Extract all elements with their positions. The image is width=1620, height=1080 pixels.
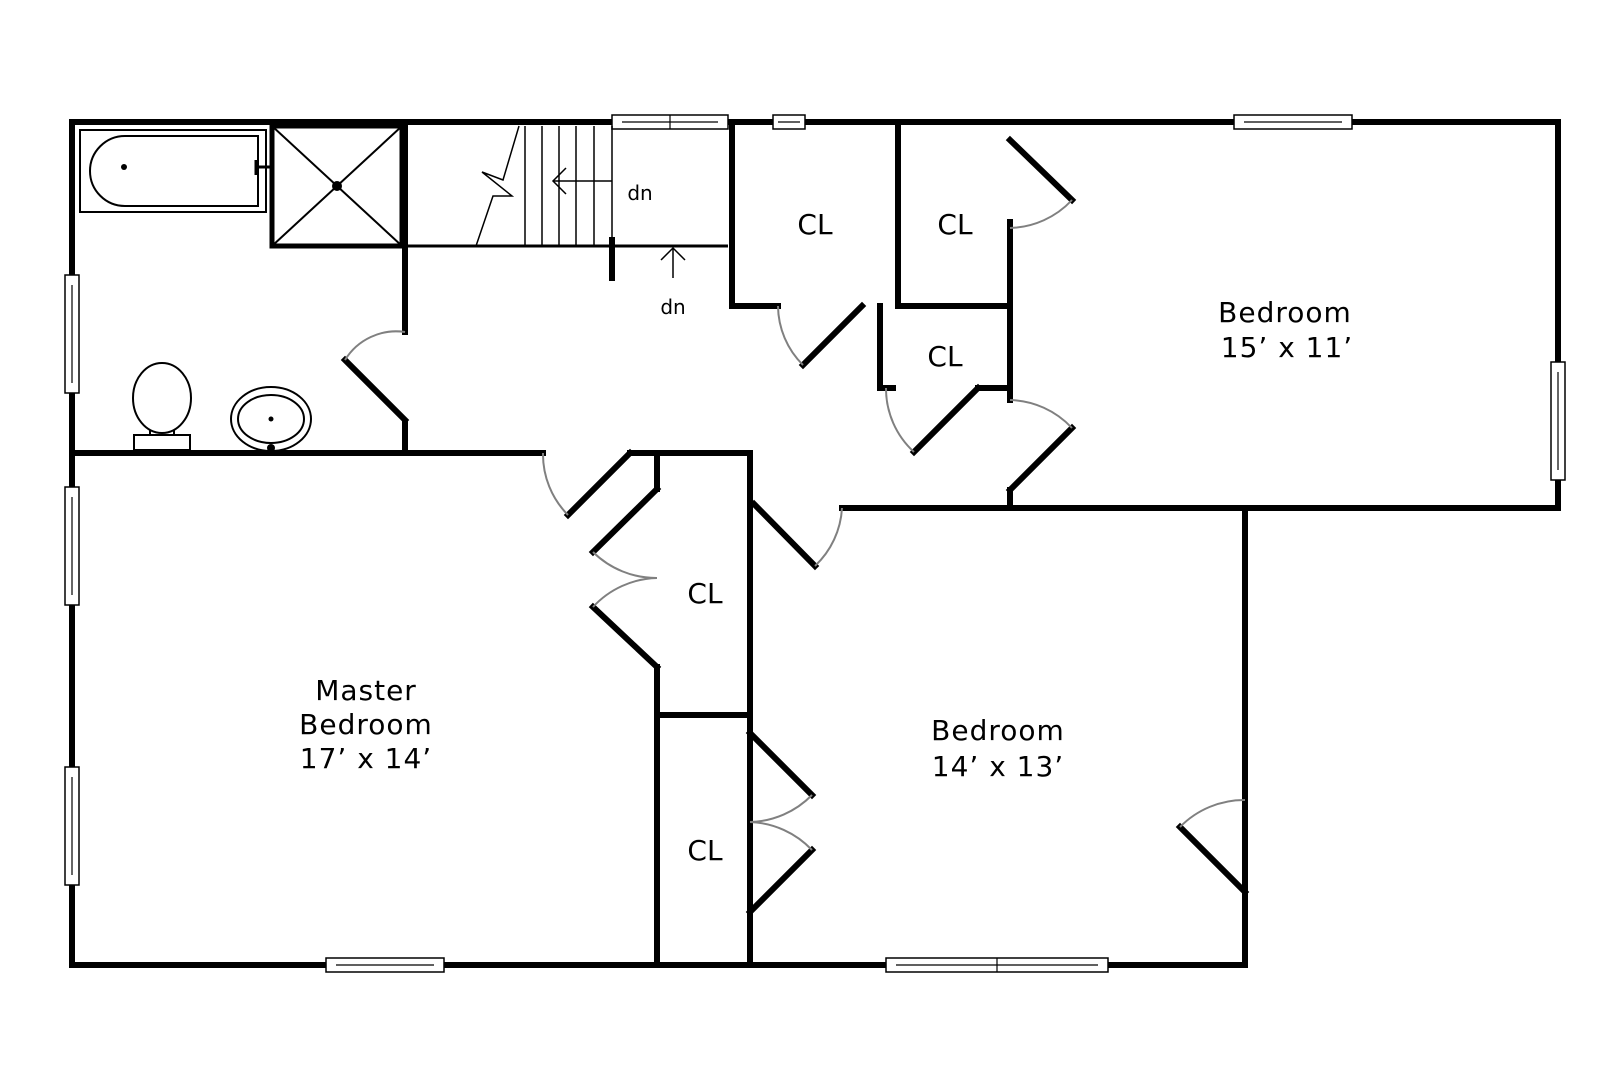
closet-label-1: CL	[797, 208, 833, 241]
toilet	[132, 362, 192, 451]
master-bedroom-size: 17’ x 14’	[300, 742, 432, 775]
shower	[269, 123, 405, 249]
window-left-master-upper	[64, 486, 80, 606]
window-bottom-master	[325, 957, 445, 973]
closet-label-3: CL	[927, 340, 963, 373]
bedroom-ne-door	[1005, 399, 1077, 495]
windows	[64, 114, 1566, 973]
sink	[230, 386, 312, 452]
closet-door-1	[777, 301, 867, 370]
closet-label-2: CL	[937, 208, 973, 241]
closet-door-2	[1005, 135, 1077, 229]
bedroom-s-name: Bedroom	[931, 714, 1065, 747]
doors	[340, 135, 1250, 917]
bathtub	[79, 129, 270, 213]
bedroom-ne-size: 15’ x 11’	[1221, 331, 1353, 364]
master-bedroom-name-1: Master	[315, 674, 417, 707]
bedroom-s-closet-doors	[745, 728, 817, 917]
window-bottom-bedroom	[885, 957, 1109, 973]
bedroom-s-size: 14’ x 13’	[932, 750, 1064, 783]
staircase	[475, 125, 686, 278]
closet-door-3	[884, 383, 983, 457]
window-left-master-lower	[64, 766, 80, 886]
window-top-stair	[611, 114, 729, 130]
master-closet-doors	[588, 484, 662, 672]
window-top-bedroom	[1233, 114, 1353, 130]
bedroom-s-right-door	[1175, 798, 1250, 897]
window-top-small	[772, 114, 806, 130]
labels: dn dn CL CL CL CL CL Master Bedroom 17’ …	[299, 181, 1353, 867]
master-bedroom-door	[541, 448, 635, 520]
bedroom-ne-name: Bedroom	[1218, 296, 1352, 329]
stair-dn-label-bottom: dn	[660, 295, 685, 319]
window-left-bath	[64, 274, 80, 394]
bedroom-s-door	[749, 499, 843, 571]
closet-label-5: CL	[687, 834, 723, 867]
closet-label-4: CL	[687, 577, 723, 610]
interior-walls	[69, 119, 1248, 968]
stair-dn-label-top: dn	[627, 181, 652, 205]
bathroom-door	[340, 330, 410, 425]
window-right-bedroom	[1550, 361, 1566, 481]
master-bedroom-name-2: Bedroom	[299, 708, 433, 741]
